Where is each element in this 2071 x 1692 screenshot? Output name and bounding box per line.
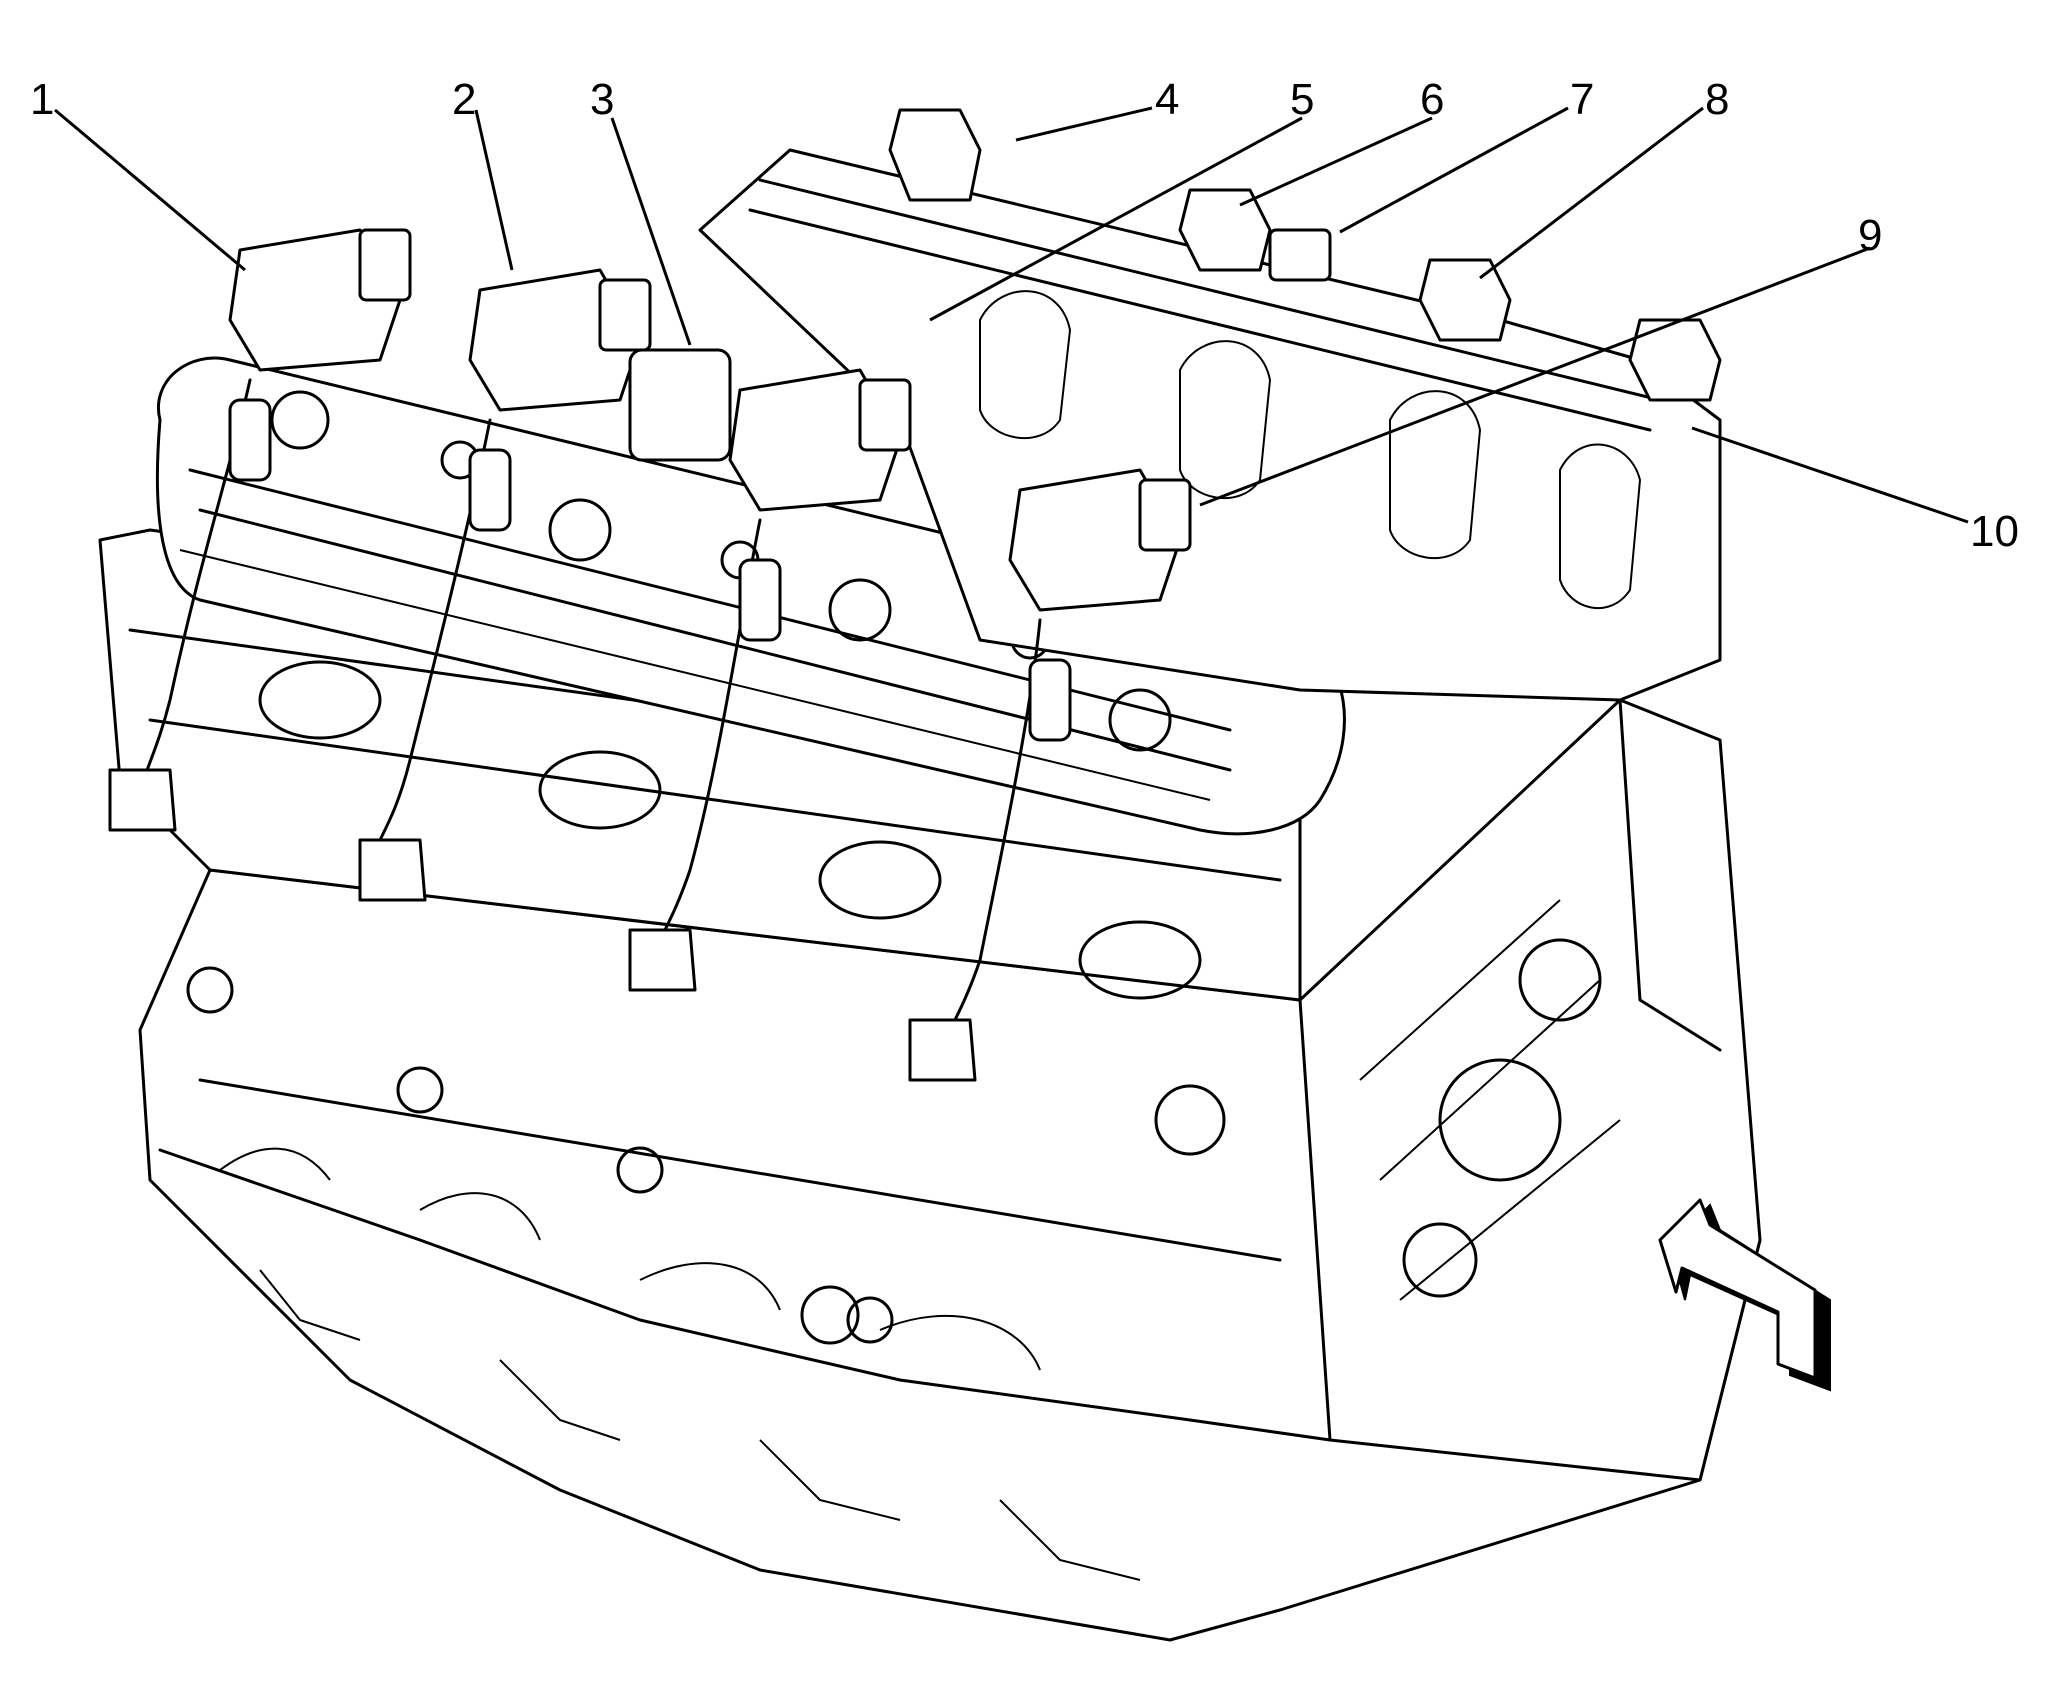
callout-labels: 1 2 3 4 5 6 7 8 9 10 <box>30 75 2019 556</box>
view-direction-arrow-icon <box>1658 1198 1831 1392</box>
callout-5: 5 <box>1290 75 1314 124</box>
ignition-coil-row <box>228 228 1192 612</box>
leader-7 <box>1339 106 1569 234</box>
callout-3: 3 <box>590 75 614 124</box>
leader-3 <box>610 117 692 346</box>
fuel-injector-row <box>888 108 1722 402</box>
callout-8: 8 <box>1705 75 1729 124</box>
callout-7: 7 <box>1570 75 1594 124</box>
leader-8 <box>1479 106 1704 280</box>
leader-6 <box>1239 116 1433 207</box>
engine-block-illustration <box>98 108 1762 1642</box>
callout-10: 10 <box>1970 507 2019 556</box>
callout-1: 1 <box>30 75 54 124</box>
leader-4 <box>1015 106 1153 142</box>
callout-leaders <box>54 106 1969 524</box>
callout-4: 4 <box>1155 75 1179 124</box>
callout-2: 2 <box>452 75 476 124</box>
leader-9 <box>1199 246 1871 507</box>
spark-plug-wires <box>108 378 1072 1082</box>
leader-10 <box>1691 426 1969 524</box>
callout-9: 9 <box>1858 211 1882 260</box>
callout-6: 6 <box>1420 75 1444 124</box>
leader-5 <box>929 116 1303 322</box>
leader-1 <box>54 108 246 272</box>
leader-2 <box>474 109 514 271</box>
